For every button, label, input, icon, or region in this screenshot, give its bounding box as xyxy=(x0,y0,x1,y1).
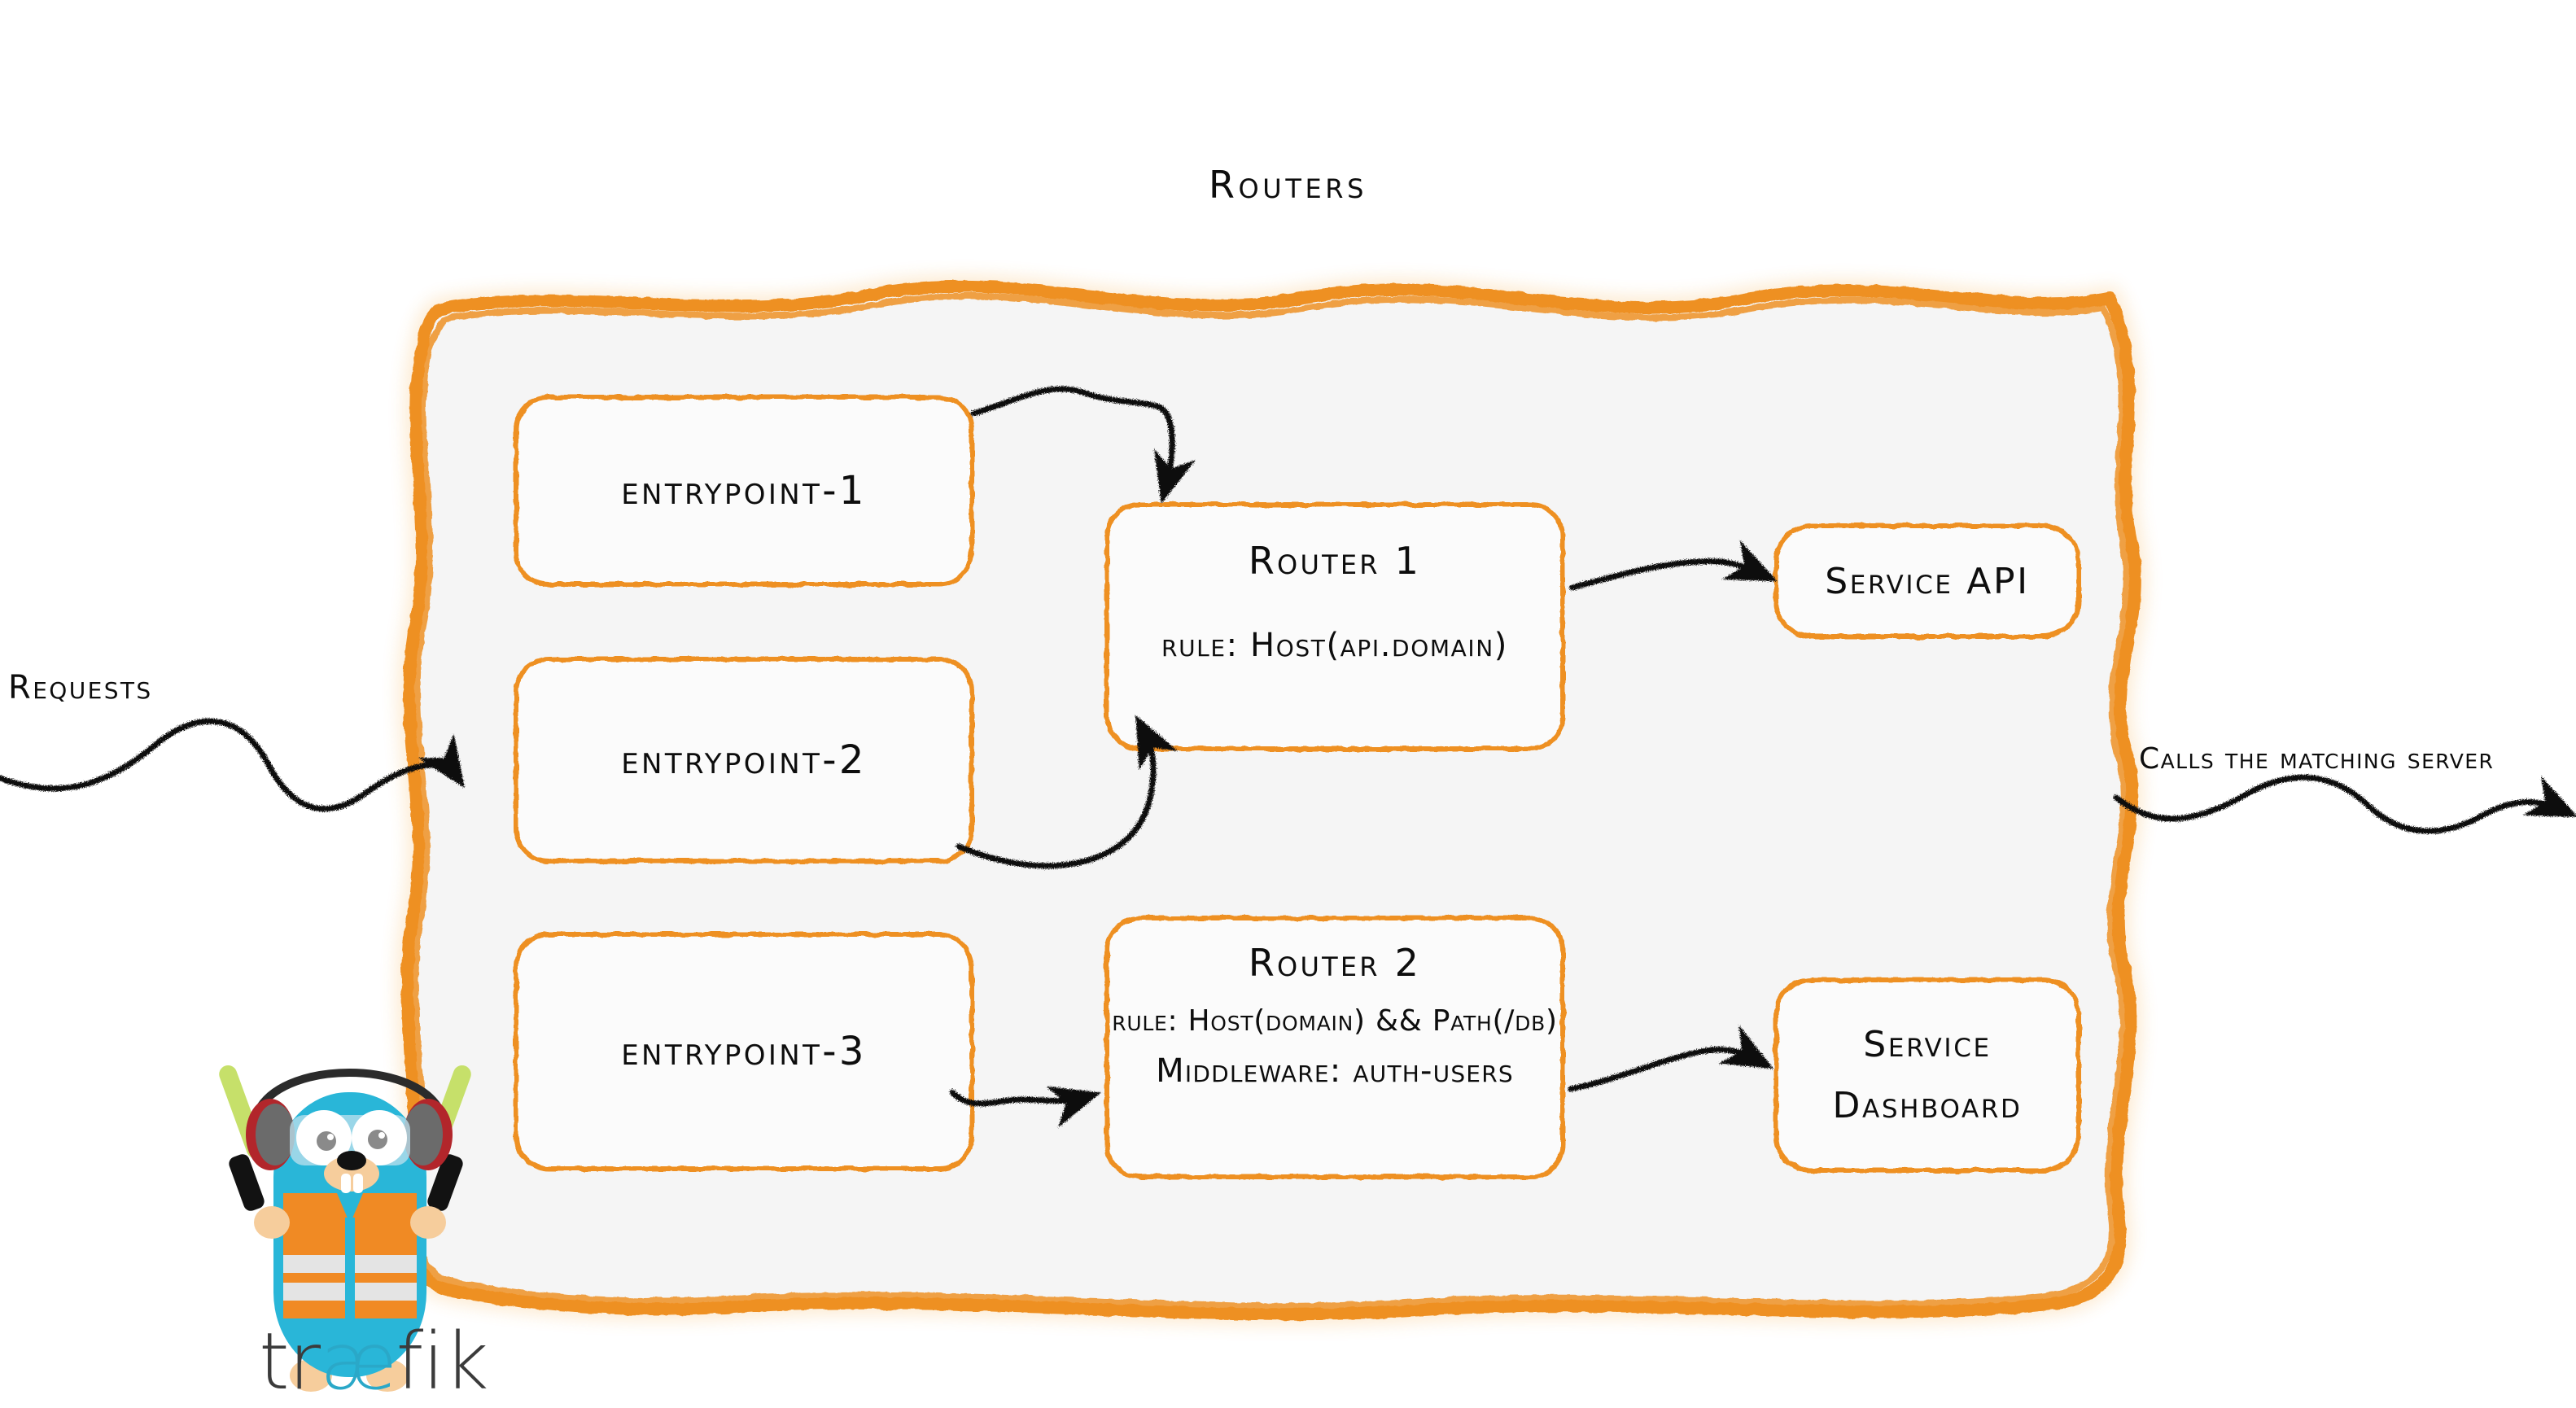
entrypoint-1-label-wrap: entrypoint-1 xyxy=(516,397,972,584)
router-1-title: Router 1 xyxy=(1248,539,1422,583)
page-title: Routers xyxy=(1208,163,1368,207)
entrypoint-3-label-wrap: entrypoint-3 xyxy=(516,934,972,1169)
entrypoint-2-label-wrap: entrypoint-2 xyxy=(516,659,972,861)
wordmark-part-post: fik xyxy=(396,1316,489,1407)
service-api-label-wrap: Service API xyxy=(1776,526,2079,636)
requests-label: Requests xyxy=(8,669,153,706)
wordmark-part-pre: tr xyxy=(259,1316,321,1407)
router-2-title: Router 2 xyxy=(1248,941,1422,985)
service-dashboard-label-wrap: Service Dashboard xyxy=(1776,980,2079,1170)
router-1-rule: rule: Host(api.domain) xyxy=(1161,627,1508,664)
entrypoint-3-label: entrypoint-3 xyxy=(621,1029,867,1074)
service-api-label: Service API xyxy=(1825,560,2030,602)
service-dashboard-label-line1: Service xyxy=(1863,1024,1992,1065)
entrypoint-1-label: entrypoint-1 xyxy=(621,468,867,514)
wordmark-part-ae: æ xyxy=(320,1316,396,1407)
router-2-middleware: Middleware: auth-users xyxy=(1156,1052,1514,1090)
service-dashboard-label-line2: Dashboard xyxy=(1832,1085,2023,1126)
traefik-wordmark: træfik xyxy=(259,1323,489,1401)
calls-the-matching-server-label: Calls the matching server xyxy=(2139,742,2495,776)
entrypoint-2-label: entrypoint-2 xyxy=(621,737,867,783)
router-2-rule: rule: Host(domain) && Path(/db) xyxy=(1112,1004,1558,1038)
router-1-label-wrap: Router 1 rule: Host(api.domain) xyxy=(1107,505,1563,749)
router-2-label-wrap: Router 2 rule: Host(domain) && Path(/db)… xyxy=(1107,918,1563,1177)
